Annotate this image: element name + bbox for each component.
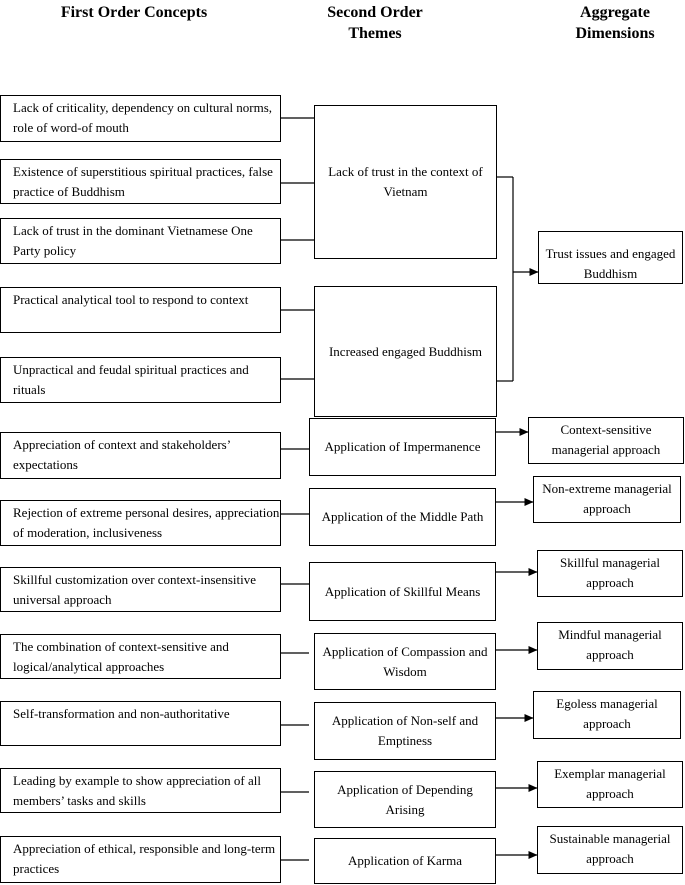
first-order-box-4: Practical analytical tool to respond to … bbox=[0, 287, 281, 333]
first-order-box-2: Existence of superstitious spiritual pra… bbox=[0, 159, 281, 204]
first-order-box-11: Leading by example to show appreciation … bbox=[0, 768, 281, 813]
first-order-box-5: Unpractical and feudal spiritual practic… bbox=[0, 357, 281, 403]
first-order-box-12: Appreciation of ethical, responsible and… bbox=[0, 836, 281, 883]
second-order-box-8: Application of Depending Arising bbox=[314, 771, 496, 828]
first-order-box-1: Lack of criticality, dependency on cultu… bbox=[0, 95, 281, 142]
aggregate-box-6: Egoless managerial approach bbox=[533, 691, 681, 739]
second-order-box-4: Application of the Middle Path bbox=[309, 488, 496, 546]
aggregate-box-7: Exemplar managerial approach bbox=[537, 761, 683, 808]
second-order-box-7: Application of Non-self and Emptiness bbox=[314, 702, 496, 760]
second-order-box-3: Application of Impermanence bbox=[309, 418, 496, 476]
aggregate-box-4: Skillful managerial approach bbox=[537, 550, 683, 597]
second-order-box-1: Lack of trust in the context of Vietnam bbox=[314, 105, 497, 259]
second-order-box-9: Application of Karma bbox=[314, 838, 496, 884]
aggregate-box-8: Sustainable managerial approach bbox=[537, 826, 683, 874]
aggregate-box-1: Trust issues and engaged Buddhism bbox=[538, 231, 683, 284]
first-order-box-9: The combination of context-sensitive and… bbox=[0, 634, 281, 679]
first-order-box-6: Appreciation of context and stakeholders… bbox=[0, 432, 281, 479]
aggregate-box-2: Context-sensitive managerial approach bbox=[528, 417, 684, 464]
header-second-order: Second Order Themes bbox=[327, 4, 423, 42]
first-order-box-10: Self-transformation and non-authoritativ… bbox=[0, 701, 281, 746]
aggregate-box-3: Non-extreme managerial approach bbox=[533, 476, 681, 523]
second-order-box-2: Increased engaged Buddhism bbox=[314, 286, 497, 417]
first-order-box-7: Rejection of extreme personal desires, a… bbox=[0, 500, 281, 546]
aggregate-box-5: Mindful managerial approach bbox=[537, 622, 683, 670]
first-order-box-3: Lack of trust in the dominant Vietnamese… bbox=[0, 218, 281, 264]
first-order-box-8: Skillful customization over context-inse… bbox=[0, 567, 281, 612]
header-first-order: First Order Concepts bbox=[60, 4, 208, 21]
header-aggregate-dimensions: Aggregate Dimensions bbox=[575, 4, 655, 42]
second-order-box-6: Application of Compassion and Wisdom bbox=[314, 633, 496, 690]
second-order-box-5: Application of Skillful Means bbox=[309, 562, 496, 621]
